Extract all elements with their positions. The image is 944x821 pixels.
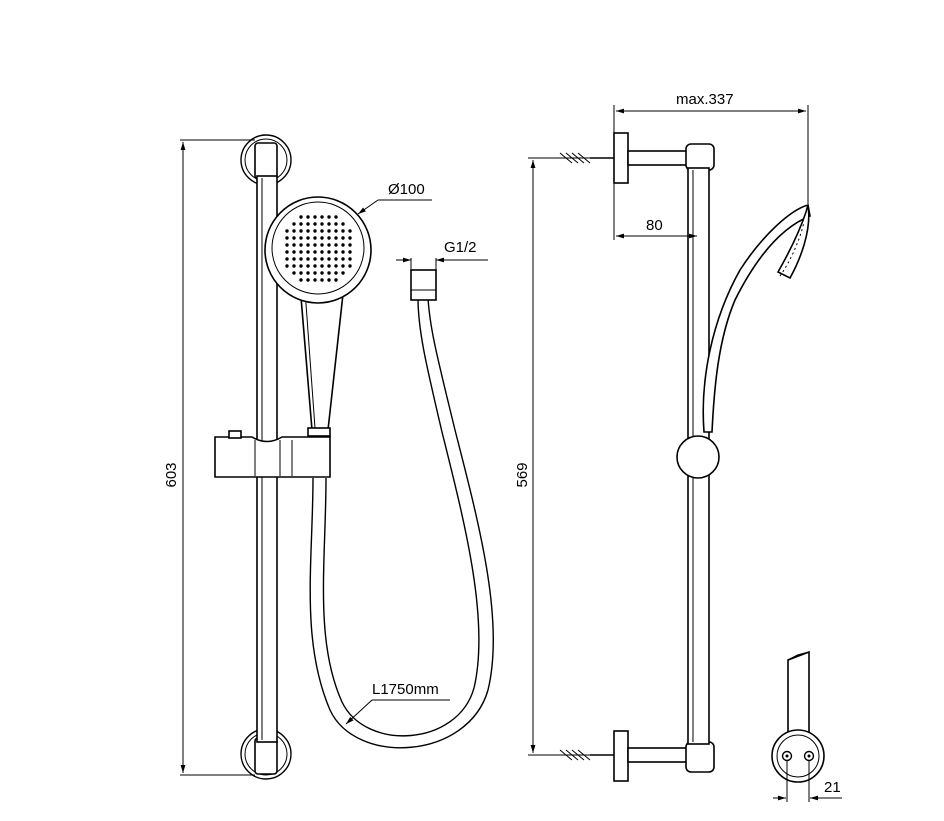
dimension-thread-g12: G1/2 (396, 239, 488, 270)
dimension-label-21: 21 (824, 779, 841, 796)
dimension-label-80: 80 (646, 217, 663, 234)
slider-holder (214, 430, 331, 478)
dimension-label-thread: G1/2 (444, 239, 477, 256)
dimension-offset-80: 80 (613, 183, 697, 240)
dimension-height-603: 603 (163, 139, 255, 776)
dimension-depth-21: 21 (773, 760, 842, 802)
dimension-diameter-100: Ø100 (357, 181, 432, 215)
bottom-side-bracket (552, 730, 715, 782)
dimension-hose-length: L1750mm (345, 681, 450, 725)
front-view: 603 Ø100 G1/2 L1750mm (163, 134, 495, 780)
side-view: max.337 80 569 (514, 91, 811, 782)
side-handshower (702, 203, 811, 433)
top-side-bracket (552, 132, 715, 184)
spray-nozzles (285, 215, 352, 282)
shower-hose (309, 269, 495, 749)
handshower (264, 196, 372, 437)
side-holder (676, 435, 720, 479)
dimension-label-603: 603 (163, 462, 180, 487)
bracket-detail: 21 (771, 650, 842, 802)
dimension-label-max: max.337 (676, 91, 734, 108)
dimension-max-337: max.337 (613, 91, 809, 204)
dimension-label-569: 569 (514, 462, 531, 487)
dimension-height-569: 569 (514, 157, 552, 756)
dimension-label-diameter: Ø100 (388, 181, 425, 198)
dimension-label-hose: L1750mm (372, 681, 439, 698)
